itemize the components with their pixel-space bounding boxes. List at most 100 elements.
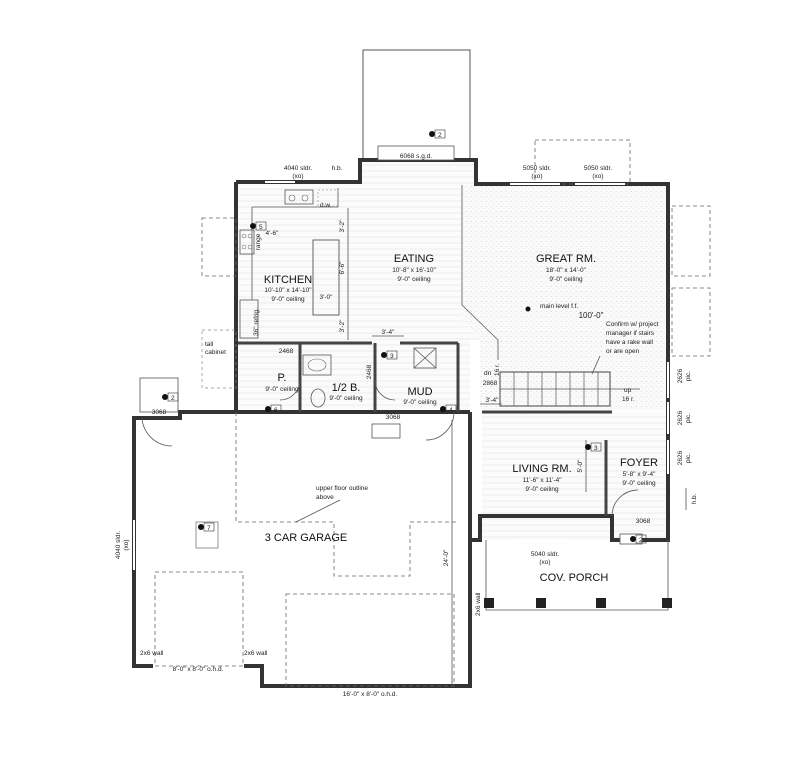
dishwasher <box>317 189 339 207</box>
tag-3-hall: 3 <box>390 353 394 360</box>
note-tall-cabinet-2: cabinet <box>205 349 226 356</box>
note-range: range <box>255 233 262 250</box>
room-foyer-size: 5'-8" x 9'-4" <box>623 471 656 478</box>
dim-3-2b: 3'-2" <box>339 319 346 333</box>
label-sldr-top-mid-xo: (xo) <box>531 173 542 180</box>
note-2x6-right: 2x6 wall <box>475 592 482 616</box>
great-room-floor <box>462 185 668 410</box>
note-upper-outline-1: upper floor outline <box>316 485 368 492</box>
label-door-2468-b: 2468 <box>366 364 373 379</box>
dim-3-4b: 3'-4" <box>486 397 500 404</box>
dim-3-0: 3'-0" <box>320 294 334 301</box>
label-sldr-porch-xo: (xo) <box>539 559 550 566</box>
tall-cabinet <box>201 329 237 389</box>
room-half-bath-ceiling: 9'-0" ceiling <box>329 395 363 402</box>
room-powder-ceiling: 9'-0" ceiling <box>265 386 299 393</box>
label-door-3068-garage: 3068 <box>152 409 167 416</box>
note-confirm-1: Confirm w/ project <box>606 321 659 328</box>
room-living-ceiling: 9'-0" ceiling <box>525 486 559 493</box>
label-door-2868: 2868 <box>483 380 498 387</box>
room-porch-name: COV. PORCH <box>540 572 609 584</box>
upper-floor-outline <box>235 412 458 577</box>
room-powder-name: P. <box>278 372 287 384</box>
garage-wall-2 <box>244 412 472 688</box>
label-pic3: 2626 <box>677 450 684 465</box>
note-dw: d.w. <box>320 202 332 209</box>
kitchen-island <box>312 239 340 316</box>
note-up: up <box>624 387 632 394</box>
room-eating-ceiling: 9'-0" ceiling <box>397 276 431 283</box>
label-ohd-small: 8'-0" x 8'-0" o.h.d. <box>173 666 224 673</box>
range-top <box>239 229 255 255</box>
room-eating-size: 10'-8" x 16'-10" <box>392 267 436 274</box>
tag-5: 5 <box>259 224 263 231</box>
garage-wall <box>132 410 236 668</box>
label-sldr-garage: 4040 sldr. <box>115 531 122 559</box>
label-door-2468-p: 2468 <box>279 348 294 355</box>
dim-3-4a: 3'-4" <box>382 329 396 336</box>
room-foyer-name: FOYER <box>620 457 658 469</box>
note-dn: dn <box>484 370 492 377</box>
dim-6-6: 6'-6" <box>339 261 346 275</box>
label-sldr-top-right: 5050 sldr. <box>584 165 612 172</box>
label-hb-right: h.b. <box>691 493 698 504</box>
tag-4: 4 <box>449 407 453 414</box>
label-pic1: 2626 <box>677 368 684 383</box>
label-door-3068-mud: 3068 <box>386 414 401 421</box>
eating-floor <box>238 162 480 340</box>
room-foyer-ceiling: 9'-0" ceiling <box>622 480 656 487</box>
room-kitchen-ceiling: 9'-0" ceiling <box>271 296 305 303</box>
dim-4-6: 4'-6" <box>266 230 280 237</box>
note-refrig: 36" refrig. <box>253 308 260 336</box>
sink <box>284 189 314 205</box>
note-up-r: 16 r. <box>622 396 635 403</box>
label-sldr-garage-xo: (xo) <box>123 539 130 550</box>
dim-24-0: 24'-0" <box>443 549 450 566</box>
refrigerator <box>239 299 259 339</box>
porch-outline <box>485 540 669 611</box>
room-great-size: 18'-0" x 14'-0" <box>546 267 587 274</box>
tag-3-living: 3 <box>594 445 598 452</box>
label-sldr-top-left-xo: (xo) <box>292 173 303 180</box>
room-eating-name: EATING <box>394 253 434 265</box>
label-door-3068-foyer: 3068 <box>636 518 651 525</box>
room-garage-name: 3 CAR GARAGE <box>265 532 348 544</box>
section-markers <box>162 129 647 544</box>
toilet <box>310 388 326 408</box>
label-ohd-large: 16'-0" x 8'-0" o.h.d. <box>343 691 398 698</box>
label-sldr-porch: 5040 sldr. <box>531 551 559 558</box>
garage-door-large <box>285 593 455 687</box>
label-sldr-top-right-xo: (xo) <box>592 173 603 180</box>
note-tall-cabinet-1: tall <box>205 341 214 348</box>
mud-bench <box>413 347 437 369</box>
dim-5-0: 5'-0" <box>577 459 584 473</box>
room-great-name: GREAT RM. <box>536 253 596 265</box>
living-floor <box>482 412 668 540</box>
tag-6: 6 <box>274 407 278 414</box>
stair-treads <box>500 372 610 406</box>
label-pic2: 2626 <box>677 410 684 425</box>
rear-patio <box>362 49 471 161</box>
label-hb-top: h.b. <box>332 165 343 172</box>
note-confirm-4: or are open <box>606 348 640 355</box>
dim-3-2a: 3'-2" <box>339 219 346 233</box>
room-kitchen-name: KITCHEN <box>264 274 312 286</box>
room-half-bath-name: 1/2 B. <box>332 382 361 394</box>
label-sldr-top-mid: 5050 sldr. <box>523 165 551 172</box>
label-sldr-top-left: 4040 sldr. <box>284 165 312 172</box>
tag-7: 7 <box>207 525 211 532</box>
label-sgd: 6068 s.g.d. <box>400 153 432 160</box>
note-upper-outline-2: above <box>316 494 334 501</box>
note-confirm-2: manager if stairs <box>606 330 655 337</box>
tag-2-foyer: 2 <box>639 537 643 544</box>
great-room-angle <box>461 185 499 360</box>
garage-door-small <box>154 571 244 667</box>
tag-2-top: 2 <box>438 132 442 139</box>
note-2x6-mid: 2x6 wall <box>244 650 268 657</box>
note-main-level-1: main level f.f. <box>540 303 578 310</box>
room-mud-ceiling: 9'-0" ceiling <box>403 399 437 406</box>
note-dn-r: 16 r. <box>494 363 501 376</box>
room-great-ceiling: 9'-0" ceiling <box>549 276 583 283</box>
bath-vanity <box>302 354 332 376</box>
